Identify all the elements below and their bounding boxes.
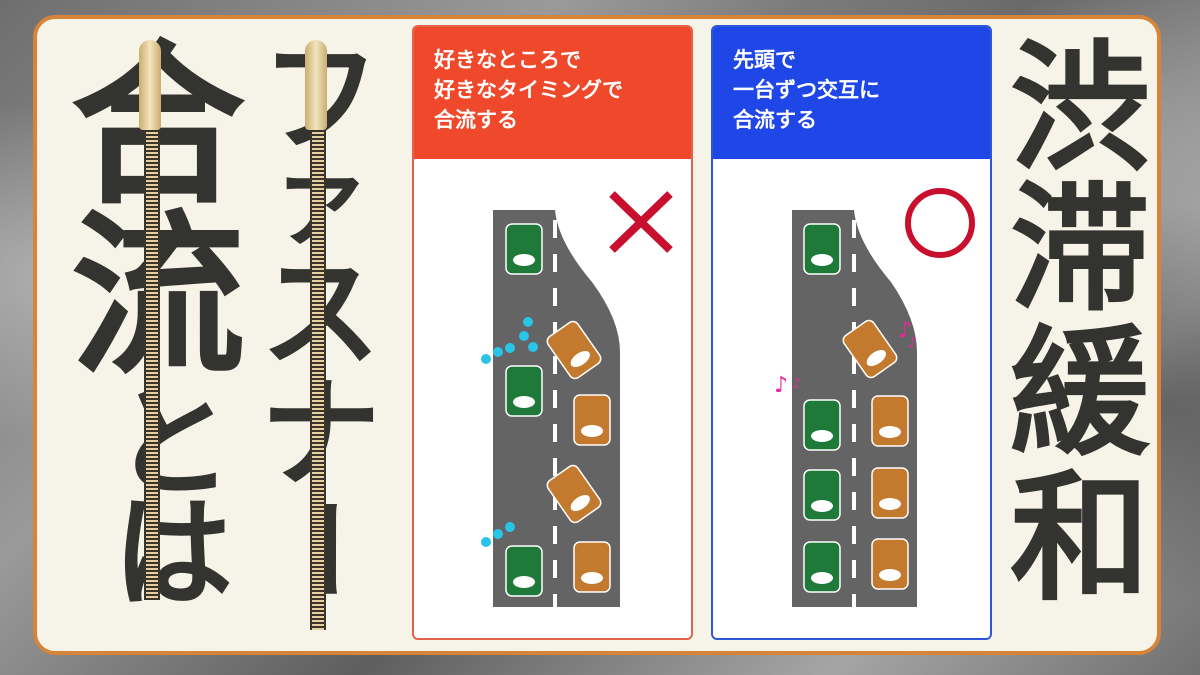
title-char: は bbox=[113, 485, 233, 624]
header-line: 合流する bbox=[733, 108, 817, 132]
panel-header: 好きなところで 好きなタイミングで 合流する bbox=[414, 27, 691, 159]
cross-icon bbox=[609, 191, 673, 253]
title-char: と bbox=[113, 375, 233, 514]
zipper-teeth bbox=[310, 120, 326, 630]
zipper-teeth bbox=[144, 120, 160, 600]
header-line: 好きなタイミングで bbox=[434, 78, 623, 102]
road-diagram bbox=[481, 191, 673, 607]
svg-text:♪: ♪ bbox=[908, 335, 917, 351]
header-line: 先頭で bbox=[733, 48, 796, 72]
car-icon bbox=[803, 223, 909, 593]
zipper-pull-icon bbox=[305, 40, 327, 130]
road-diagram: ♪♪ ♪♪ bbox=[774, 188, 975, 607]
sweat-drops-icon bbox=[481, 317, 538, 547]
svg-text:♪: ♪ bbox=[898, 318, 912, 343]
title-char: 緩 bbox=[1009, 313, 1150, 476]
header-line: 合流する bbox=[434, 108, 518, 132]
svg-text:♪: ♪ bbox=[792, 376, 801, 392]
music-notes-icon: ♪♪ ♪♪ bbox=[774, 318, 917, 398]
title-char: 滞 bbox=[1009, 168, 1150, 331]
header-line: 一台ずつ交互に bbox=[733, 78, 880, 102]
title-char: 和 bbox=[1009, 458, 1150, 621]
panel-bad-merge: 好きなところで 好きなタイミングで 合流する bbox=[412, 25, 693, 640]
panel-header: 先頭で 一台ずつ交互に 合流する bbox=[713, 27, 990, 159]
zipper-pull-icon bbox=[139, 40, 161, 130]
title-congestion-relief: 渋 滞 緩 和 bbox=[1005, 40, 1155, 610]
title-char: 渋 bbox=[1009, 28, 1150, 191]
circle-icon bbox=[905, 188, 975, 258]
panel-good-merge: 先頭で 一台ずつ交互に 合流する ♪♪ ♪♪ bbox=[711, 25, 992, 640]
car-icon bbox=[505, 223, 611, 597]
title-column-merge: 合 流 と は bbox=[58, 40, 258, 624]
header-line: 好きなところで bbox=[434, 48, 581, 72]
svg-text:♪: ♪ bbox=[774, 373, 788, 398]
